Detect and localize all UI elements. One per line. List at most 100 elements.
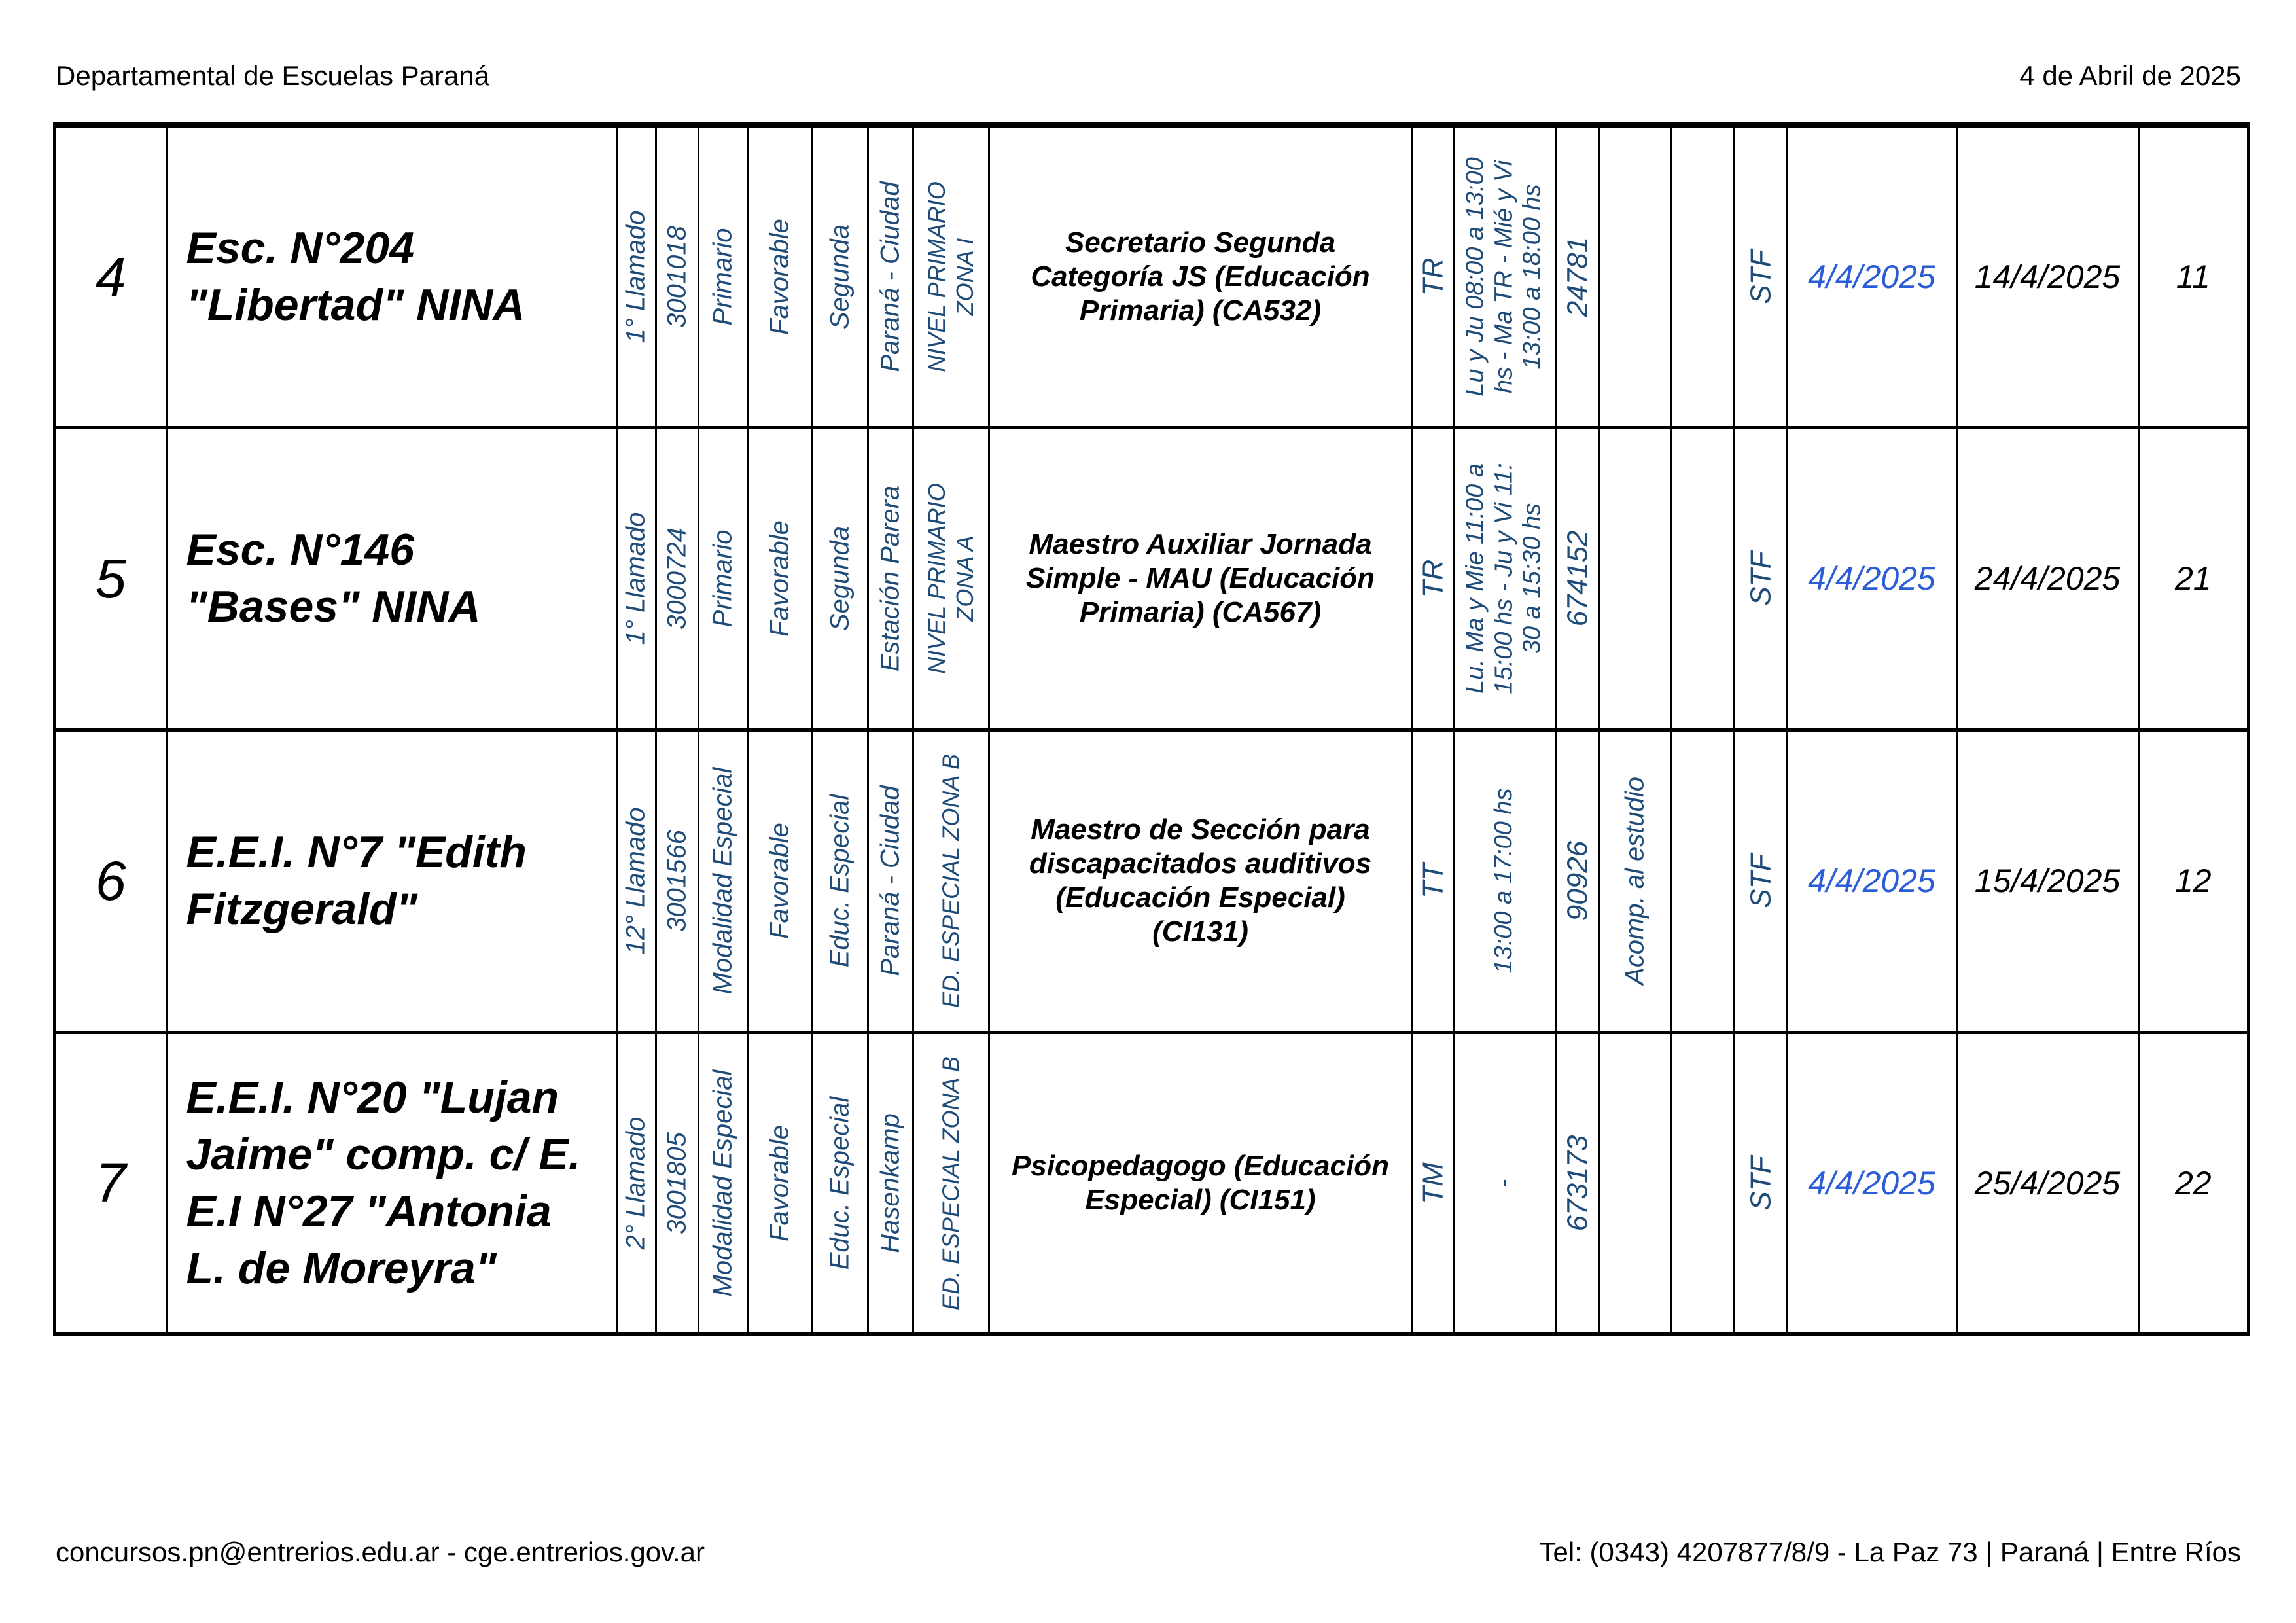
empty-cell (1670, 425, 1735, 732)
dias-count: 21 (2137, 425, 2250, 732)
concepto-cell: Favorable (747, 728, 813, 1034)
table-row: 5 Esc. N°146 "Bases" NINA 1° Llamado 300… (53, 425, 2250, 732)
fecha-publicacion: 4/4/2025 (1786, 728, 1958, 1034)
codigo-cell: 674152 (1554, 425, 1600, 732)
llamado-cell: 2° Llamado (615, 1030, 657, 1336)
categoria-cell: Segunda (811, 425, 869, 732)
localidad-label: Estación Parera (875, 485, 905, 672)
categoria-label: Segunda (825, 224, 855, 330)
row-number: 5 (53, 425, 168, 732)
stf-label: STF (1744, 1156, 1776, 1211)
horario-text: 13:00 a 17:00 hs (1490, 788, 1518, 974)
zona-label: NIVEL PRIMARIO ZONA A (923, 483, 978, 674)
cargo-cell: Maestro de Sección para discapacitados a… (987, 728, 1413, 1034)
vacancy-id-cell: 3001018 (654, 123, 699, 429)
llamado-label: 1° Llamado (621, 512, 650, 645)
concepto-label: Favorable (765, 1124, 794, 1241)
turno-cell: TM (1411, 1030, 1455, 1336)
llamado-label: 1° Llamado (621, 210, 650, 344)
row-number: 6 (53, 728, 168, 1034)
school-name: Esc. N°204 "Libertad" NINA (186, 223, 525, 330)
zona-cell: ED. ESPECIAL ZONA B (911, 728, 990, 1034)
cargo-cell: Maestro Auxiliar Jornada Simple - MAU (E… (987, 425, 1413, 732)
concepto-label: Favorable (765, 219, 794, 336)
cargo-description: Secretario Segunda Categoría JS (Educaci… (1031, 226, 1370, 327)
page-header-date: 4 de Abril de 2025 (2019, 60, 2241, 91)
stf-cell: STF (1733, 1030, 1788, 1336)
school-name-cell: E.E.I. N°20 "Lujan Jaime" comp. c/ E. E.… (166, 1030, 618, 1336)
fecha-publicacion: 4/4/2025 (1786, 1030, 1958, 1336)
llamado-cell: 1° Llamado (615, 425, 657, 732)
fecha-cierre: 24/4/2025 (1955, 425, 2140, 732)
stf-cell: STF (1733, 123, 1788, 429)
footer-contact-email: concursos.pn@entrerios.edu.ar - cge.entr… (56, 1537, 705, 1567)
localidad-label: Hasenkamp (875, 1113, 905, 1253)
codigo-cell: 673173 (1554, 1030, 1600, 1336)
zona-label: NIVEL PRIMARIO ZONA I (923, 181, 978, 372)
extra-note: Acomp. al estudio (1620, 777, 1650, 985)
horario-text: - (1490, 1179, 1518, 1188)
extra-cell (1598, 1030, 1672, 1336)
fecha-cierre: 15/4/2025 (1955, 728, 2140, 1034)
nivel-label: Modalidad Especial (708, 767, 737, 995)
localidad-cell: Hasenkamp (866, 1030, 914, 1336)
cargo-description: Maestro Auxiliar Jornada Simple - MAU (E… (1026, 528, 1375, 628)
vacancies-table: 4 Esc. N°204 "Libertad" NINA 1° Llamado … (53, 122, 2250, 1336)
school-name-cell: Esc. N°146 "Bases" NINA (166, 425, 618, 732)
horario-cell: 13:00 a 17:00 hs (1452, 728, 1557, 1034)
localidad-label: Paraná - Ciudad (875, 785, 905, 976)
fecha-cierre: 25/4/2025 (1955, 1030, 2140, 1336)
localidad-cell: Paraná - Ciudad (866, 123, 914, 429)
nivel-cell: Primario (697, 123, 749, 429)
llamado-cell: 12° Llamado (615, 728, 657, 1034)
categoria-label: Educ. Especial (825, 1096, 855, 1270)
concepto-label: Favorable (765, 823, 794, 939)
nivel-cell: Modalidad Especial (697, 1030, 749, 1336)
nivel-label: Primario (708, 529, 737, 628)
categoria-cell: Segunda (811, 123, 869, 429)
cargo-cell: Psicopedagogo (Educación Especial) (CI15… (987, 1030, 1413, 1336)
llamado-label: 2° Llamado (621, 1116, 650, 1250)
turno-cell: TR (1411, 123, 1455, 429)
dias-count: 22 (2137, 1030, 2250, 1336)
codigo-number: 90926 (1561, 840, 1593, 921)
row-number: 7 (53, 1030, 168, 1336)
vacancy-id: 3001805 (662, 1132, 692, 1234)
turno-label: TR (1416, 559, 1449, 598)
codigo-cell: 24781 (1554, 123, 1600, 429)
turno-cell: TR (1411, 425, 1455, 732)
vacancy-id-cell: 3000724 (654, 425, 699, 732)
vacancy-id-cell: 3001805 (654, 1030, 699, 1336)
turno-label: TR (1416, 257, 1449, 296)
zona-cell: NIVEL PRIMARIO ZONA I (911, 123, 990, 429)
llamado-label: 12° Llamado (621, 807, 650, 955)
horario-text: Lu y Ju 08:00 a 13:00 hs - Ma TR - Mié y… (1461, 157, 1546, 397)
extra-cell: Acomp. al estudio (1598, 728, 1672, 1034)
nivel-cell: Modalidad Especial (697, 728, 749, 1034)
concepto-label: Favorable (765, 520, 794, 637)
stf-cell: STF (1733, 425, 1788, 732)
table-row: 6 E.E.I. N°7 "Edith Fitzgerald" 12° Llam… (53, 728, 2250, 1034)
table-row: 7 E.E.I. N°20 "Lujan Jaime" comp. c/ E. … (53, 1030, 2250, 1336)
page-header-department: Departamental de Escuelas Paraná (56, 60, 490, 91)
empty-cell (1670, 728, 1735, 1034)
horario-cell: Lu. Ma y Mie 11:00 a 15:00 hs - Ju y Vi … (1452, 425, 1557, 732)
empty-cell (1670, 1030, 1735, 1336)
empty-cell (1670, 123, 1735, 429)
categoria-label: Educ. Especial (825, 794, 855, 968)
nivel-label: Primario (708, 228, 737, 326)
school-name: Esc. N°146 "Bases" NINA (186, 524, 481, 632)
cargo-description: Maestro de Sección para discapacitados a… (1029, 813, 1372, 948)
turno-label: TT (1416, 863, 1449, 899)
stf-label: STF (1744, 853, 1776, 908)
localidad-cell: Paraná - Ciudad (866, 728, 914, 1034)
horario-text: Lu. Ma y Mie 11:00 a 15:00 hs - Ju y Vi … (1461, 463, 1546, 694)
concepto-cell: Favorable (747, 1030, 813, 1336)
localidad-cell: Estación Parera (866, 425, 914, 732)
school-name-cell: E.E.I. N°7 "Edith Fitzgerald" (166, 728, 618, 1034)
vacancy-id: 3001566 (662, 830, 692, 932)
turno-label: TM (1416, 1162, 1449, 1204)
nivel-cell: Primario (697, 425, 749, 732)
vacancy-id-cell: 3001566 (654, 728, 699, 1034)
